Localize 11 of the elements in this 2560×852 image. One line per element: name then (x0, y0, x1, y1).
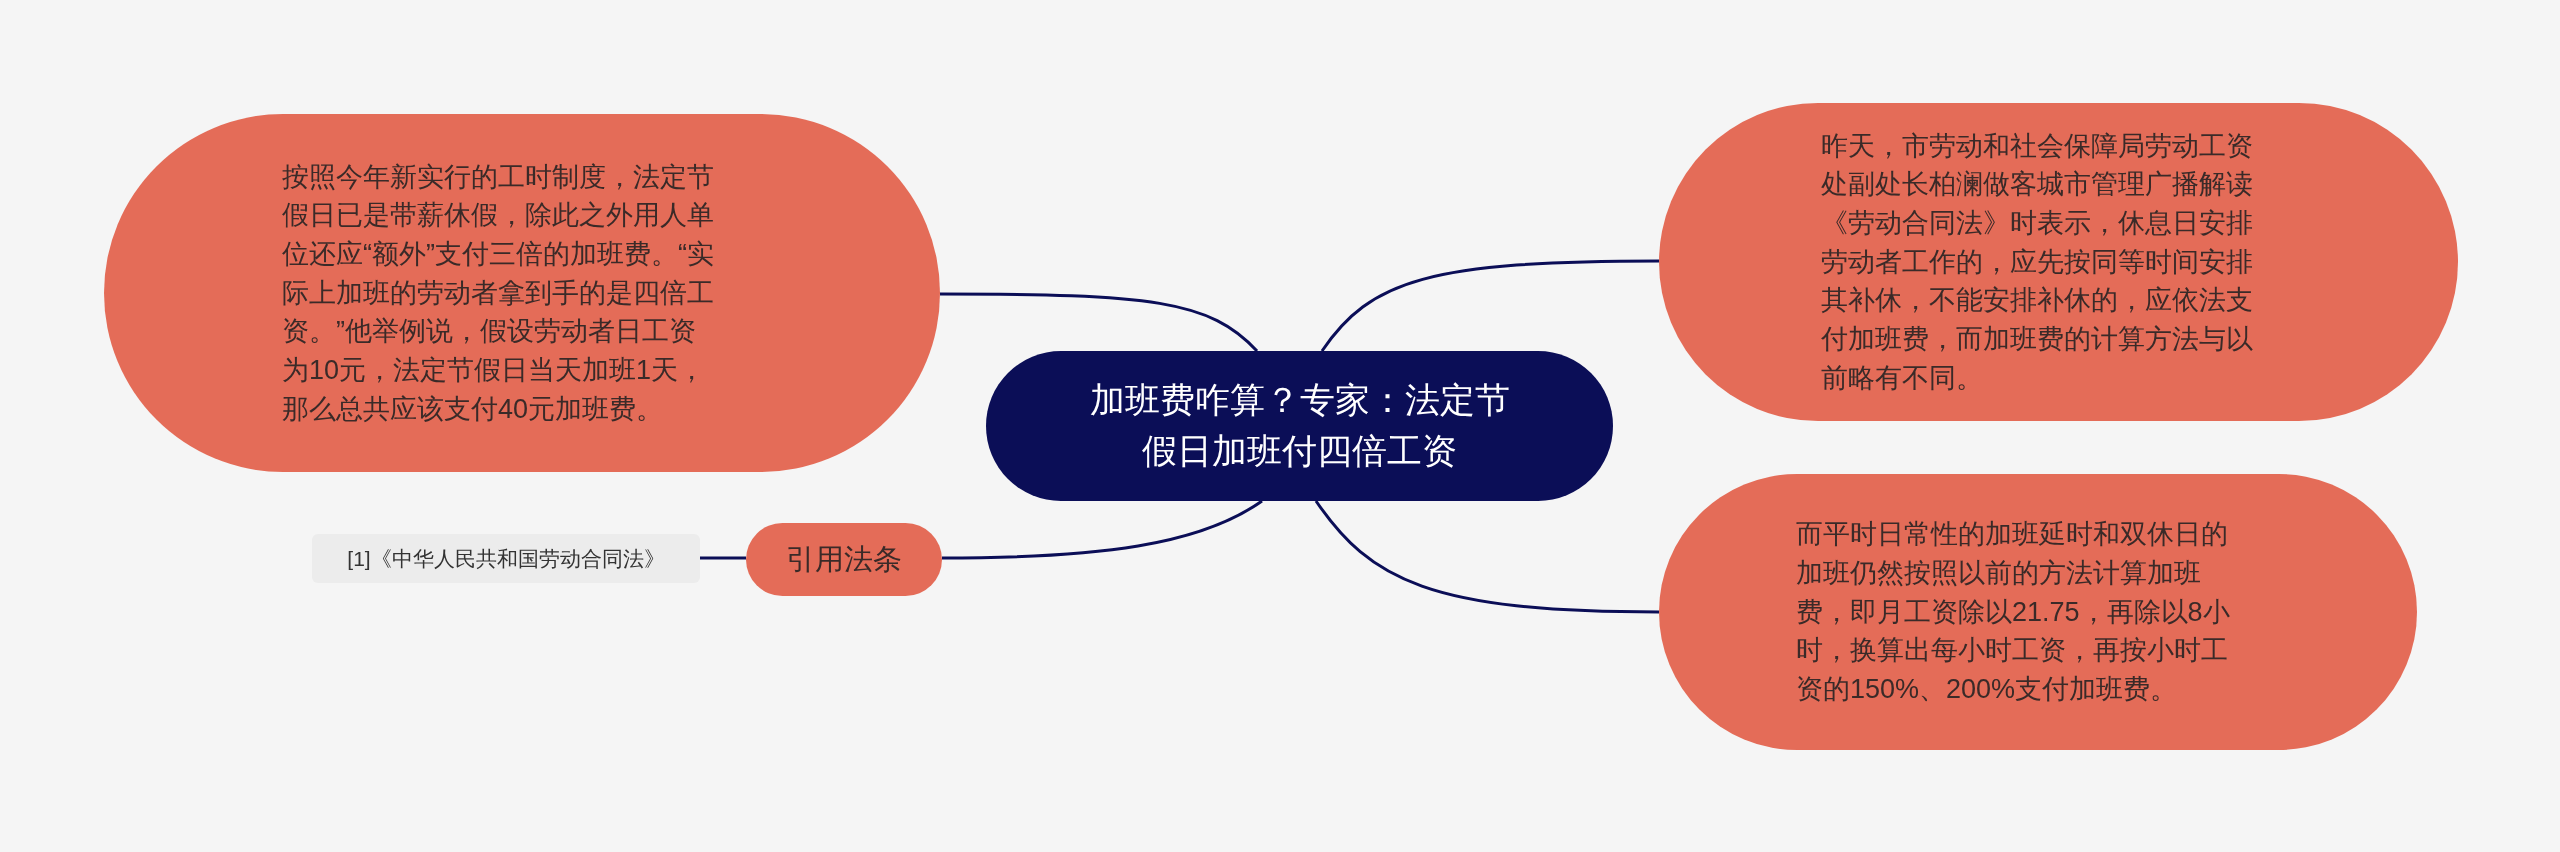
bubble-text: 引用法条 (786, 542, 902, 577)
connector-line (1320, 259, 1659, 352)
bubble-text: 按照今年新实行的工时制度，法定节假日已是带薪休假，除此之外用人单位还应“额外”支付三倍的加班费。“实际上加班的劳动者拿到手的是四倍工资。”他举例说，假设劳动者日工资为10元，法定节假日当天加班1天，那么总共应该支付40元加班费。 (282, 160, 715, 426)
citation-text: [1]《中华人民共和国劳动合同法》 (347, 545, 665, 572)
citation-box (312, 534, 700, 583)
topic-title: 加班费咋算？专家：法定节假日加班付四倍工资 (1088, 379, 1511, 472)
bubble-text: 而平时日常性的加班延时和双休日的加班仍然按照以前的方法计算加班费，即月工资除以21.75，再除以8小时，换算出每小时工资，再按小时工资的150%、200%支付加班费。 (1796, 518, 2231, 706)
connector-line (940, 292, 1259, 353)
connector-line (1314, 500, 1659, 614)
connector-line (942, 499, 1263, 560)
bubble-text: 昨天，市劳动和社会保障局劳动工资处副处长柏澜做客城市管理广播解读《劳动合同法》时表示，休息日安排劳动者工作的，应先按同等时间安排其补休，不能安排补休的，应依法支付加班费，而加班费的计算方法与以前略有不同。 (1821, 129, 2254, 395)
